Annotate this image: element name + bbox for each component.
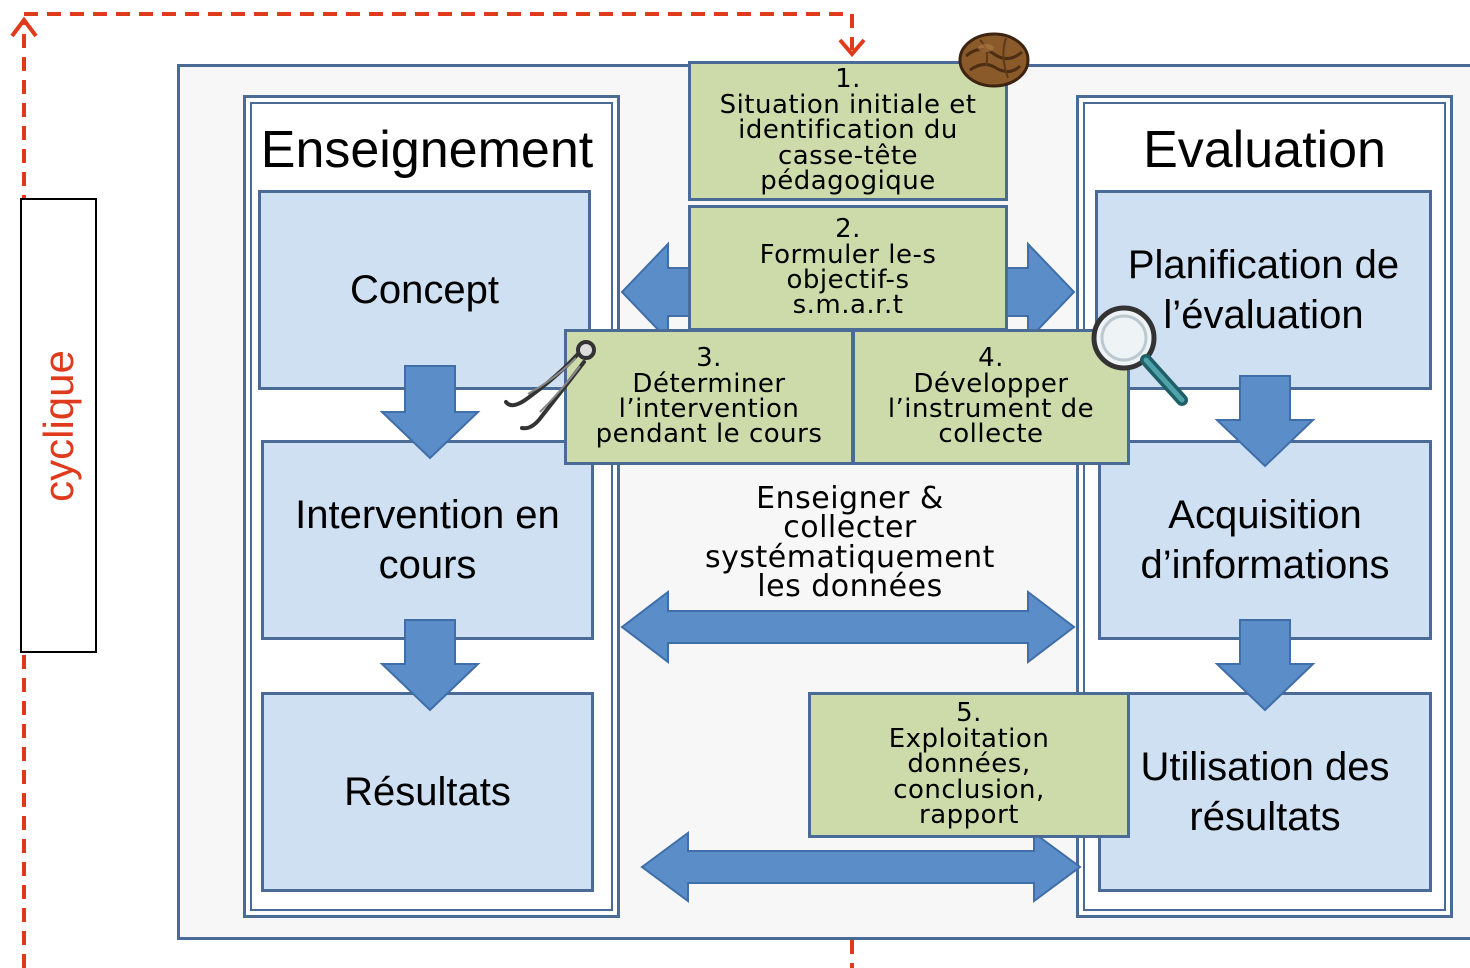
evaluation-title: Evaluation xyxy=(1143,121,1386,179)
arrow-down-teaching-2 xyxy=(379,619,481,712)
step-2-text: Formuler le-s objectif-s s.m.a.r.t xyxy=(759,239,937,321)
step-5-text: Exploitation données, conclusion, rappor… xyxy=(888,723,1050,831)
cycle-label-box: cyclique xyxy=(20,198,97,653)
step-4-text: Développer l’instrument de collecte xyxy=(887,368,1095,450)
step-2-box: 2. Formuler le-s objectif-s s.m.a.r.t xyxy=(688,205,1008,331)
step-3-number: 3. xyxy=(696,343,722,374)
step-3-box: 3. Déterminer l’intervention pendant le … xyxy=(564,329,854,465)
double-arrow-exploitation xyxy=(640,831,1082,903)
teaching-title: Enseignement xyxy=(260,121,594,179)
box-planification: Planification de l’évaluation xyxy=(1095,190,1432,390)
step-3-text: Déterminer l’intervention pendant le cou… xyxy=(595,368,823,450)
step-4-box: 4. Développer l’instrument de collecte xyxy=(852,329,1130,465)
double-arrow-collect xyxy=(620,589,1076,665)
step-1-box: 1. Situation initiale et identification … xyxy=(688,61,1008,201)
nutcracker-icon xyxy=(504,340,596,431)
step-2-number: 2. xyxy=(835,214,861,245)
step-4-number: 4. xyxy=(978,343,1004,374)
box-intervention: Intervention en cours xyxy=(261,440,594,640)
step-5-box: 5. Exploitation données, conclusion, rap… xyxy=(808,692,1130,838)
walnut-icon xyxy=(958,32,1030,88)
arrow-down-evaluation-2 xyxy=(1214,619,1316,712)
box-resultats: Résultats xyxy=(261,692,594,892)
step-5-number: 5. xyxy=(956,698,982,729)
step-1-text: Situation initiale et identification du … xyxy=(719,89,977,197)
step-1-number: 1. xyxy=(835,64,861,95)
loop-arrowhead-up xyxy=(10,16,38,38)
arrow-down-evaluation-1 xyxy=(1214,375,1316,468)
arrow-down-teaching-1 xyxy=(379,365,481,460)
loop-arrowhead-down xyxy=(838,38,866,58)
collect-data-label: Enseigner & collecter systématiquement l… xyxy=(705,481,995,605)
box-utilisation: Utilisation des résultats xyxy=(1098,692,1432,892)
magnifying-glass-icon xyxy=(1091,305,1188,406)
